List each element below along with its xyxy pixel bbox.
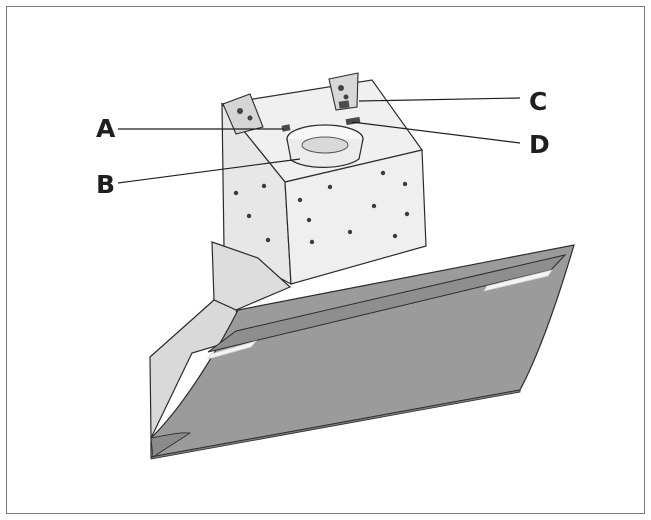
glass-highlight-strip-right [483,269,553,292]
rear-bracket-right [328,72,359,111]
housing-front-face [284,149,427,285]
callout-a: A [96,114,116,143]
lower-hood-body [149,241,575,460]
hood-shadow-face [150,432,192,458]
leader-b [117,158,301,184]
housing-screws [233,170,410,245]
glass-highlight-strip [207,340,258,360]
front-glass-panel [150,244,575,458]
callout-d: D [529,130,550,159]
motor-housing [220,72,427,286]
callout-leaders [117,97,521,184]
glass-upper-band [207,254,567,353]
fan-collar [286,124,364,168]
callout-c: C [529,87,547,116]
mounting-plate [211,241,292,311]
callout-b: B [96,170,115,199]
leader-d [351,121,521,144]
rear-bracket-left [222,93,264,135]
glass-lower-curve [150,389,521,460]
leader-c [358,97,521,102]
bracket-screws [237,85,349,121]
